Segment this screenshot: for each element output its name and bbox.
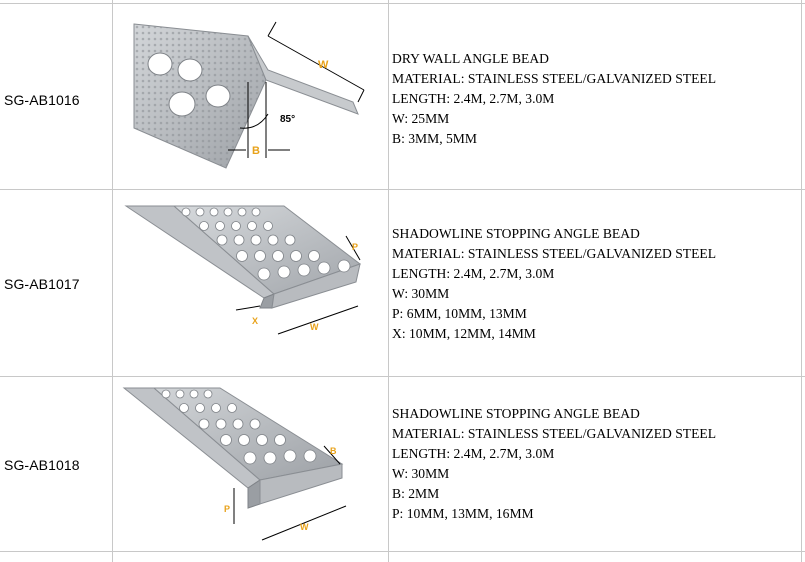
product-spec: B: 3MM, 5MM (392, 131, 477, 146)
dimension-label-p: P (352, 242, 358, 252)
product-name: SHADOWLINE STOPPING ANGLE BEAD (392, 226, 640, 241)
product-spec: P: 10MM, 13MM, 16MM (392, 506, 534, 521)
product-description: SHADOWLINE STOPPING ANGLE BEAD MATERIAL:… (392, 404, 716, 524)
row-divider (0, 189, 805, 190)
product-code: SG-AB1018 (4, 457, 80, 473)
row-divider (0, 3, 805, 4)
product-spec: P: 6MM, 10MM, 13MM (392, 306, 527, 321)
product-spec: B: 2MM (392, 486, 440, 501)
angle-bead-diagram: W 85° B (133, 21, 365, 169)
product-description: DRY WALL ANGLE BEAD MATERIAL: STAINLESS … (392, 49, 716, 149)
dimension-label-b: B (330, 446, 337, 456)
product-material: MATERIAL: STAINLESS STEEL/GALVANIZED STE… (392, 71, 717, 86)
dimension-label-w: W (300, 522, 309, 532)
product-spec: W: 30MM (392, 466, 450, 481)
dimension-label-angle: 85° (280, 114, 295, 125)
row-divider (0, 376, 805, 377)
shadowline-bead-diagram: P X W (124, 205, 362, 335)
product-name: SHADOWLINE STOPPING ANGLE BEAD (392, 406, 640, 421)
table-right-border (801, 0, 802, 562)
shadowline-bead-diagram: B P W (122, 387, 347, 541)
product-name: DRY WALL ANGLE BEAD (392, 51, 549, 66)
product-material: MATERIAL: STAINLESS STEEL/GALVANIZED STE… (392, 246, 717, 261)
product-material: MATERIAL: STAINLESS STEEL/GALVANIZED STE… (392, 426, 717, 441)
product-spec: W: 25MM (392, 111, 450, 126)
dimension-label-x: X (252, 316, 258, 326)
product-length: LENGTH: 2.4M, 2.7M, 3.0M (392, 266, 555, 281)
dimension-label-w: W (310, 322, 319, 332)
product-length: LENGTH: 2.4M, 2.7M, 3.0M (392, 446, 555, 461)
product-description: SHADOWLINE STOPPING ANGLE BEAD MATERIAL:… (392, 224, 716, 344)
row-divider (0, 551, 805, 552)
product-spec: W: 30MM (392, 286, 450, 301)
dimension-label-b: B (252, 145, 260, 157)
product-code: SG-AB1017 (4, 276, 80, 292)
column-divider (388, 0, 389, 562)
dimension-label-p: P (224, 504, 230, 514)
product-spec: X: 10MM, 12MM, 14MM (392, 326, 536, 341)
dimension-label-w: W (318, 59, 329, 71)
product-length: LENGTH: 2.4M, 2.7M, 3.0M (392, 91, 555, 106)
product-code: SG-AB1016 (4, 92, 80, 108)
column-divider (112, 0, 113, 562)
